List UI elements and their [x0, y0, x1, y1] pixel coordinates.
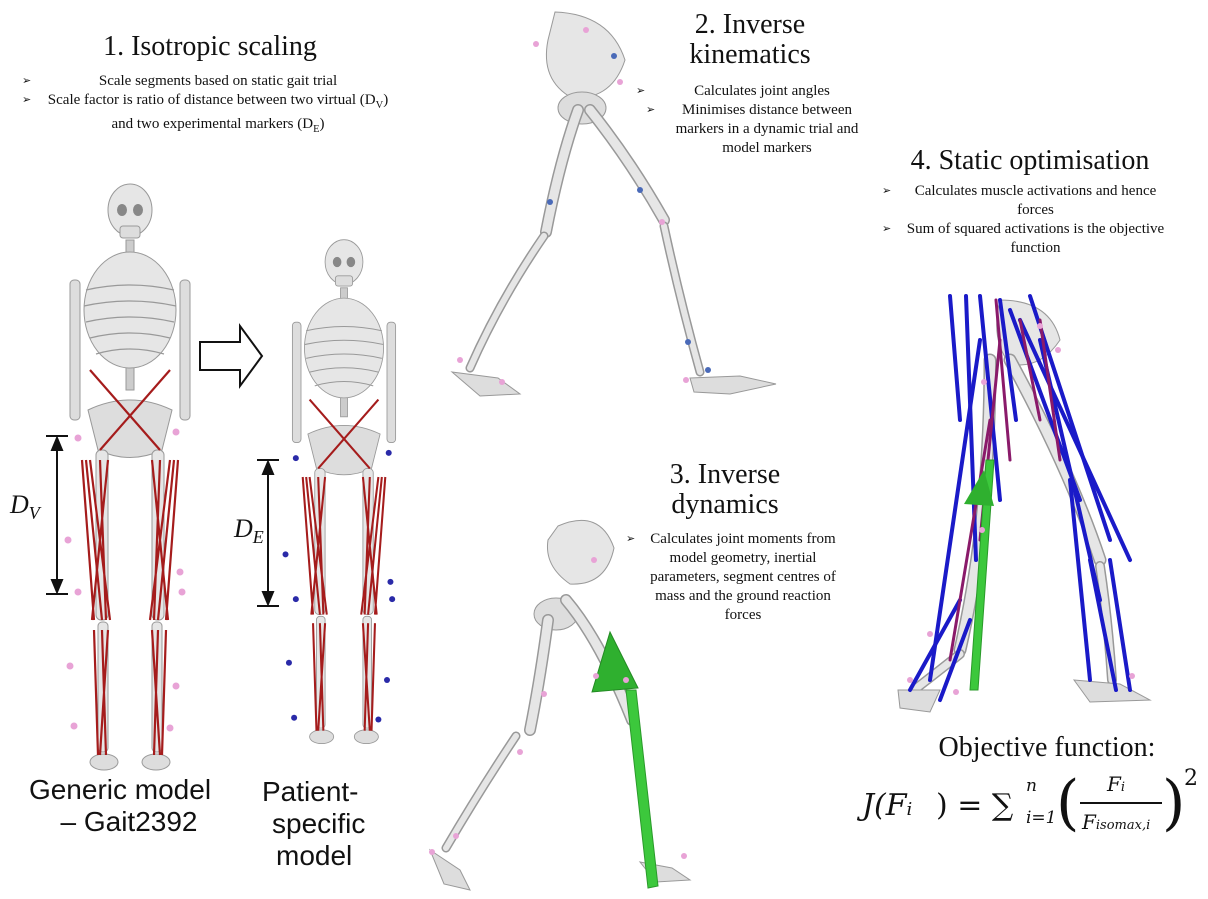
scaling-arrow-icon — [200, 326, 262, 386]
patient-markers — [283, 450, 396, 723]
dv-dimension — [46, 436, 68, 594]
de-dimension — [257, 460, 279, 606]
patient-model-figure — [283, 240, 396, 744]
inverse-kinematics-figure — [452, 12, 776, 396]
inverse-dynamics-figure — [429, 520, 690, 890]
generic-model-figure — [65, 184, 191, 770]
static-optimisation-figure — [898, 296, 1150, 712]
